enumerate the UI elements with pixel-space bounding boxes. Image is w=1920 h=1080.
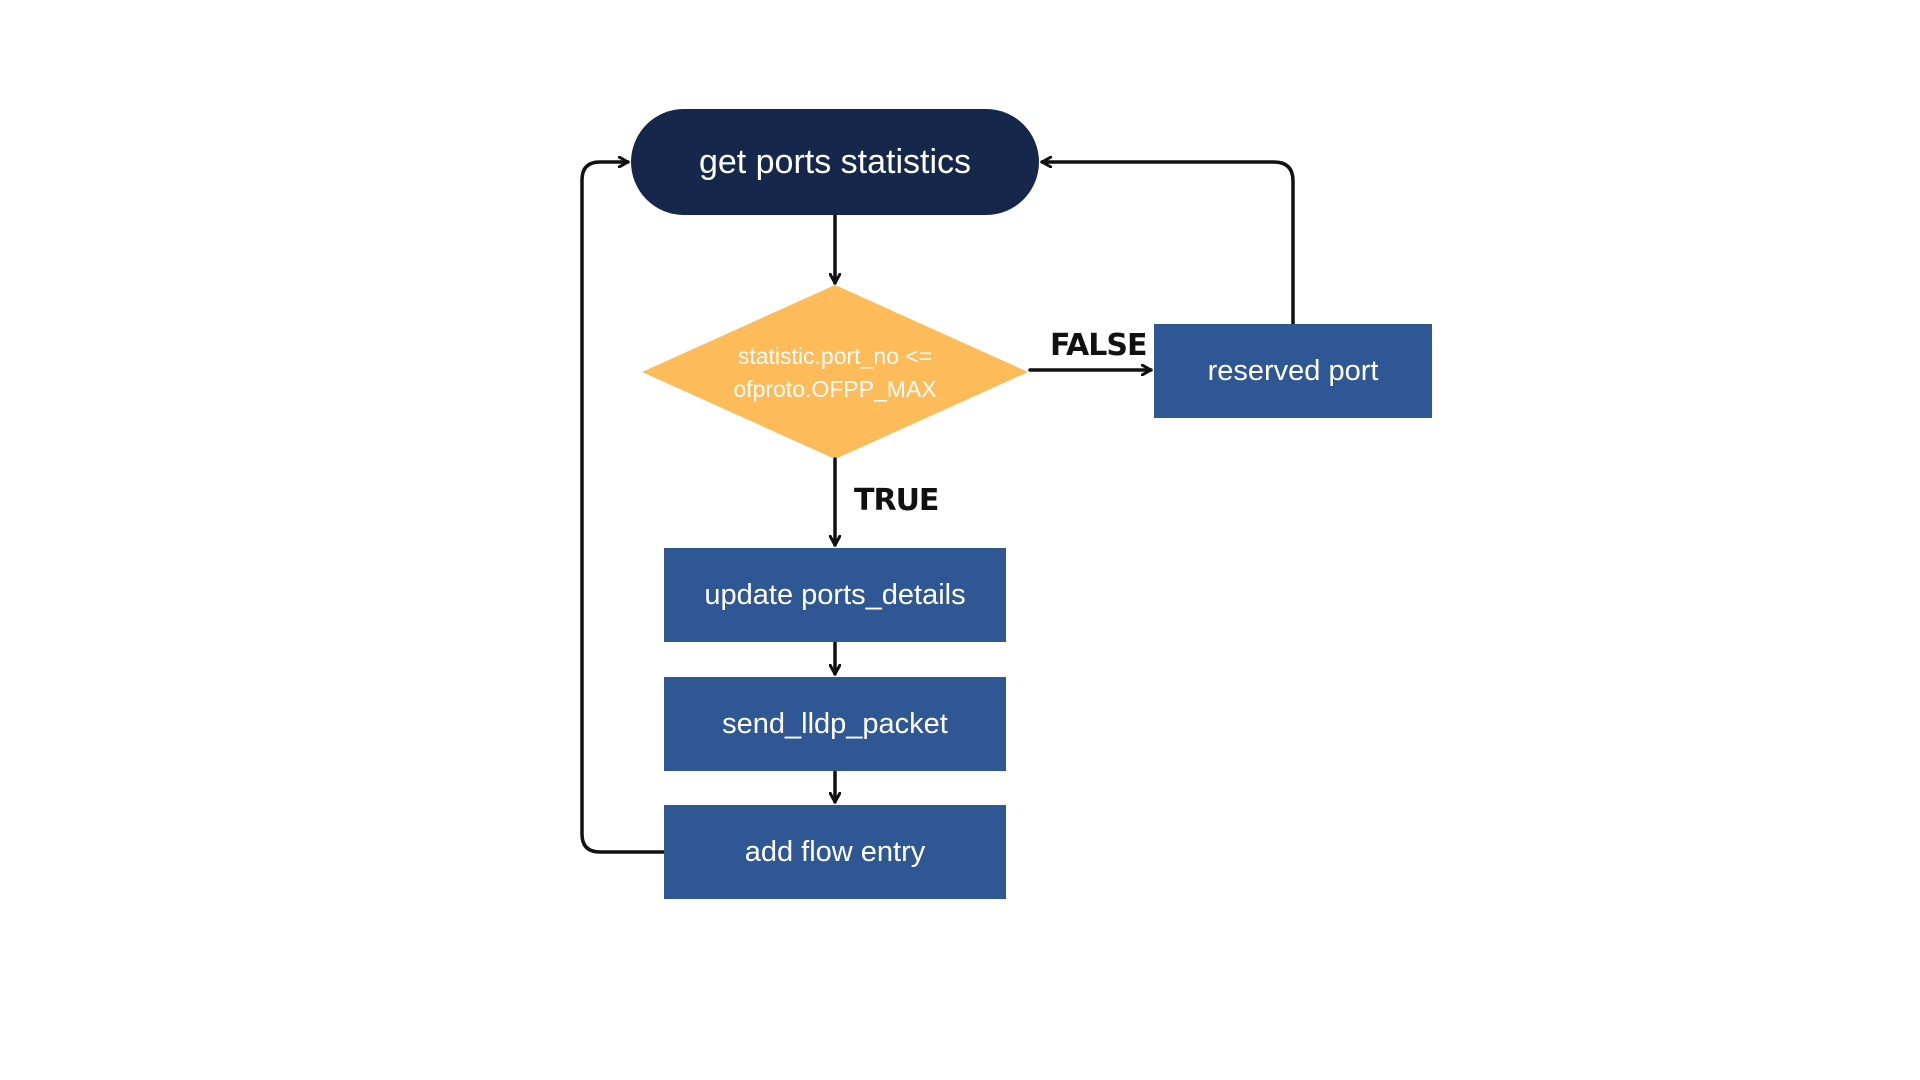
send-lldp-packet-label: send_lldp_packet [722, 707, 948, 740]
arrow-add-to-start [580, 162, 666, 854]
add-flow-entry-label: add flow entry [744, 835, 926, 868]
false-edge-label: FALSE [1050, 328, 1147, 363]
decision-label: statistic.port_no <= ofproto.OFPP_MAX [680, 338, 990, 408]
decision-label-line1: statistic.port_no <= [737, 343, 933, 369]
process-node-send-lldp-packet: send_lldp_packet [664, 677, 1006, 771]
process-node-add-flow-entry: add flow entry [664, 805, 1006, 899]
decision-label-line2: ofproto.OFPP_MAX [733, 376, 937, 402]
true-edge-label: TRUE [854, 483, 939, 518]
arrow-reserved-to-start [1040, 162, 1295, 326]
start-node-label: get ports statistics [698, 142, 972, 181]
start-node-get-ports-statistics: get ports statistics [631, 109, 1039, 215]
update-ports-details-label: update ports_details [704, 578, 966, 611]
process-node-reserved-port: reserved port [1154, 324, 1432, 418]
reserved-port-label: reserved port [1207, 354, 1379, 387]
decision-diamond [642, 285, 1028, 459]
process-node-update-ports-details: update ports_details [664, 548, 1006, 642]
